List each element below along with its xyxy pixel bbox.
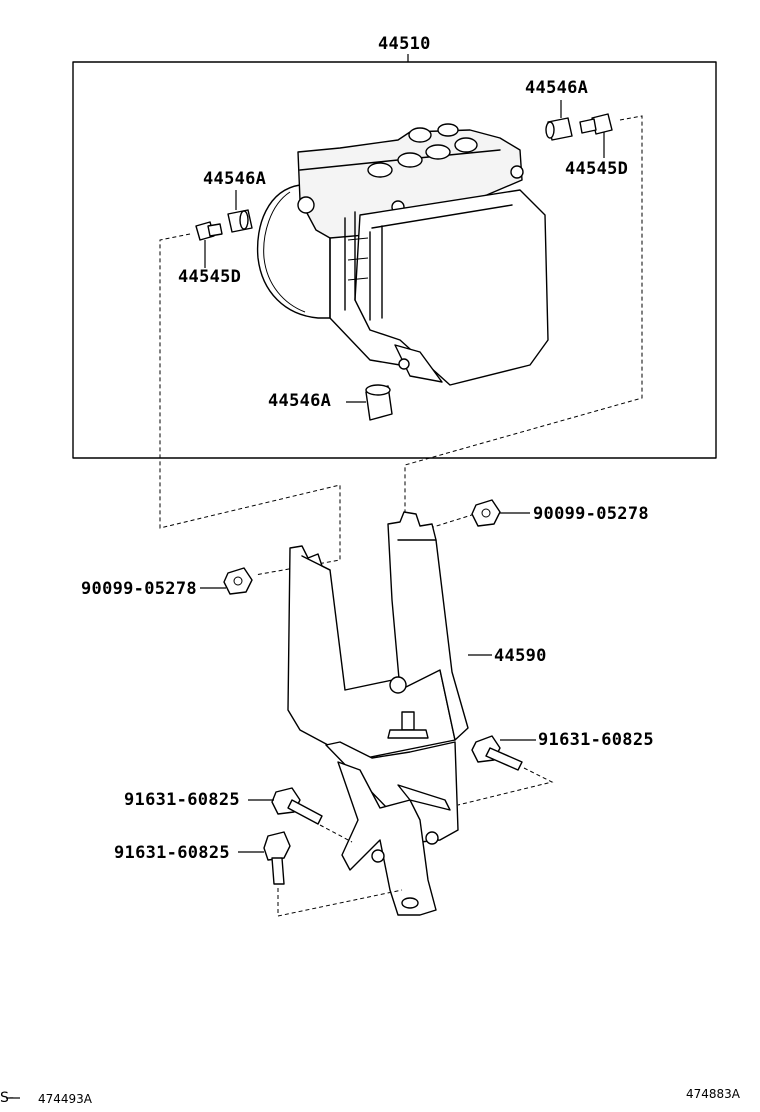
part-label-bolt-top-right[interactable]: 44545D [565, 159, 629, 179]
nut-right [471, 499, 530, 527]
retainer-top-right [545, 100, 573, 141]
part-label-bolt-lower[interactable]: 91631-60825 [114, 843, 230, 863]
bolt-left [195, 221, 223, 268]
part-label-nut-left[interactable]: 90099-05278 [81, 579, 197, 599]
retainer-bottom [346, 384, 393, 421]
bolt-lower [238, 831, 291, 885]
part-label-nut-right[interactable]: 90099-05278 [533, 504, 649, 524]
part-label-bolt-left[interactable]: 44545D [178, 267, 242, 287]
footer-right-code: 474883A [686, 1087, 741, 1101]
retainer-left [227, 190, 253, 233]
footer-left-code: 474493A [38, 1092, 93, 1106]
bolt-right [471, 735, 536, 771]
part-label-assembly[interactable]: 44510 [378, 34, 431, 54]
abs-actuator-drawing [256, 123, 549, 386]
bolt-top-right [579, 113, 613, 158]
nut-left [200, 567, 253, 595]
bolt-mid [248, 787, 323, 825]
bracket-drawing [287, 511, 492, 916]
footer-left-prefix: S- [0, 1090, 14, 1106]
part-label-bracket[interactable]: 44590 [494, 646, 547, 666]
part-label-retainer-left[interactable]: 44546A [203, 169, 267, 189]
part-label-bolt-right[interactable]: 91631-60825 [538, 730, 654, 750]
part-label-bolt-mid[interactable]: 91631-60825 [124, 790, 240, 810]
part-label-retainer-top-right[interactable]: 44546A [525, 78, 589, 98]
assembly-frame [72, 61, 717, 459]
part-label-retainer-bottom[interactable]: 44546A [268, 391, 332, 411]
